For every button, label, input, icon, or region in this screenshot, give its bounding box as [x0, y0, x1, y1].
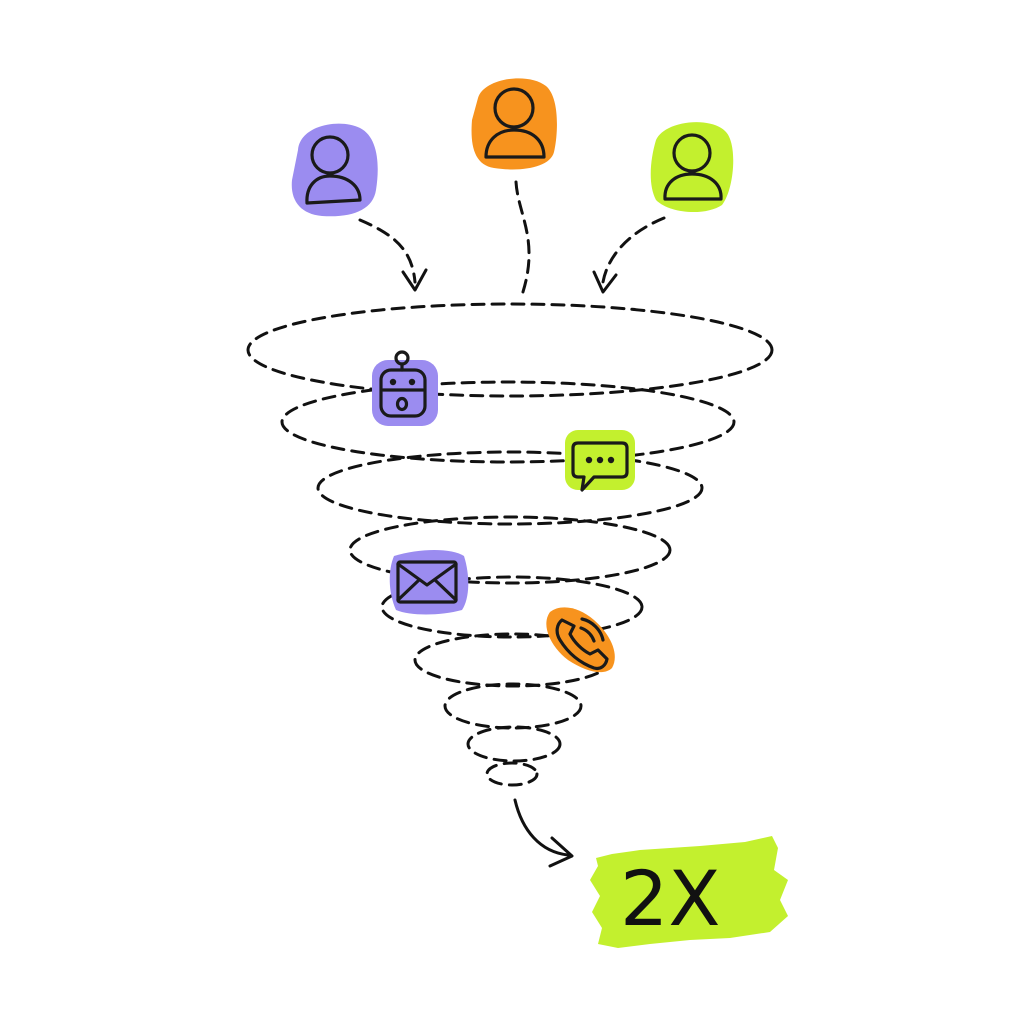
arrow-center-input [514, 180, 531, 297]
funnel-rings [246, 302, 774, 787]
funnel-ring [380, 575, 644, 639]
user-badge-background [650, 122, 734, 213]
funnel-ring [485, 761, 539, 787]
funnel-ring [348, 515, 672, 585]
chat-bubble-icon [571, 441, 629, 492]
arrowhead-icon [592, 270, 618, 294]
channel-phone [546, 607, 615, 673]
result-label: 2X [620, 854, 720, 943]
channel-badge-background [546, 607, 615, 673]
phone-icon [555, 617, 609, 671]
user-purple [291, 123, 378, 217]
result-badge: 2X [590, 836, 788, 948]
channel-robot [372, 350, 438, 426]
input-arrows [358, 180, 666, 297]
channel-email [389, 550, 469, 615]
user-icon [484, 87, 546, 159]
funnel-ring [280, 380, 736, 464]
funnel-ring [466, 725, 562, 763]
robot-icon [379, 350, 427, 418]
user-icon [305, 135, 362, 205]
arrowhead-icon [548, 836, 574, 868]
funnel-ring [316, 450, 704, 526]
arrowhead-icon [401, 268, 428, 292]
funnel-ring [246, 302, 774, 398]
channel-chat [565, 430, 635, 492]
user-lime [650, 122, 734, 213]
output-arrow-line [513, 798, 570, 857]
arrow-left-input [358, 218, 417, 284]
envelope-icon [396, 560, 458, 604]
user-badge-background [471, 78, 557, 170]
output-arrow [513, 798, 574, 868]
arrow-right-input [601, 216, 666, 284]
user-orange [471, 78, 557, 170]
result-badge-background [590, 836, 788, 948]
channel-badge-background [372, 360, 438, 426]
funnel-ring [443, 682, 583, 730]
user-icon [663, 133, 723, 201]
